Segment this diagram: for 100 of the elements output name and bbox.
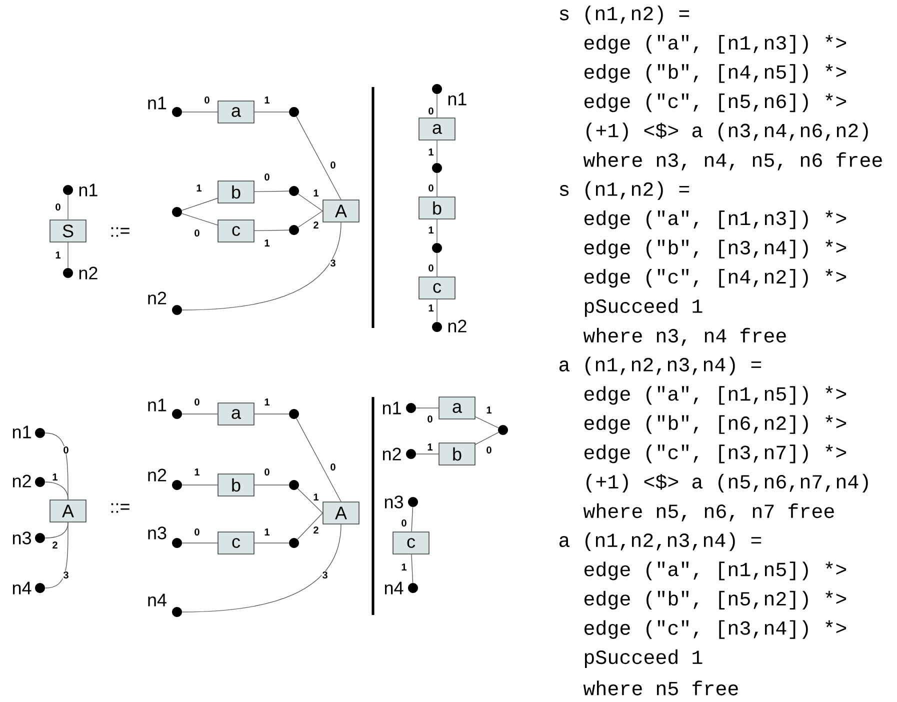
connector-line <box>475 432 499 445</box>
junction-dot <box>63 268 73 278</box>
port-number: 0 <box>486 446 492 454</box>
port-number: 2 <box>312 221 320 229</box>
node-label: n2 <box>12 474 31 488</box>
definition-symbol: ::= <box>111 227 130 237</box>
code-line: edge ("a", [n1,n5]) *> <box>584 386 846 405</box>
node-label: n4 <box>12 582 32 594</box>
label-box: b <box>438 442 476 466</box>
port-number: 1 <box>486 406 492 414</box>
node-label: n1 <box>148 398 166 412</box>
junction-dot <box>172 409 182 419</box>
node-label: n2 <box>382 448 401 460</box>
port-number: 0 <box>264 468 270 476</box>
connector-line <box>436 252 438 277</box>
connector-line <box>298 210 323 228</box>
junction-dot <box>172 538 182 548</box>
connector-line <box>298 194 323 212</box>
code-line: pSucceed 1 <box>584 298 702 317</box>
code-line: edge ("b", [n6,n2]) *> <box>584 415 846 434</box>
code-line: edge ("c", [n3,n4]) *> <box>584 620 846 639</box>
junction-dot <box>289 409 299 419</box>
port-number: 1 <box>426 443 434 451</box>
connector-line <box>411 554 414 584</box>
connector-line <box>411 506 414 532</box>
junction-dot <box>432 84 442 94</box>
port-number: 1 <box>264 96 270 104</box>
port-number: 1 <box>428 226 434 234</box>
port-number: 2 <box>312 526 320 534</box>
definition-symbol: ::= <box>111 503 130 513</box>
connector-line <box>44 522 68 588</box>
code-line: (+1) <$> a (n5,n6,n7,n4) <box>586 474 868 493</box>
label-box: A <box>322 200 360 222</box>
code-line: edge ("b", [n3,n4]) *> <box>584 240 846 258</box>
code-line: where n5 free <box>583 680 738 696</box>
code-line: s (n1,n2) = <box>560 181 690 200</box>
code-line: edge ("a", [n1,n3]) *> <box>584 210 846 230</box>
junction-dot <box>289 538 299 548</box>
connector-line <box>436 299 438 322</box>
port-number: 1 <box>400 563 408 571</box>
connector-line <box>254 484 290 486</box>
port-number: 0 <box>264 172 270 182</box>
junction-dot <box>432 163 442 173</box>
node-label: n1 <box>12 426 31 438</box>
connector-line <box>44 482 68 500</box>
code-line: pSucceed 1 <box>584 649 702 668</box>
junction-dot <box>35 583 45 593</box>
label-box: b <box>418 196 456 220</box>
junction-dot <box>289 186 299 196</box>
connector-line <box>254 542 290 544</box>
port-number: 0 <box>194 398 200 406</box>
port-number: 0 <box>204 96 210 104</box>
code-line: edge ("b", [n5,n2]) *> <box>584 590 846 610</box>
connector-line <box>182 213 218 226</box>
port-number: 1 <box>428 148 434 156</box>
port-number: 1 <box>194 468 200 476</box>
label-box: c <box>418 276 456 300</box>
code-line: edge ("c", [n4,n2]) *> <box>584 268 846 288</box>
junction-dot <box>35 477 45 487</box>
code-line: where n5, n6, n7 free <box>583 503 834 522</box>
label-box: b <box>218 474 254 496</box>
connector-line <box>436 94 438 118</box>
node-label: n2 <box>148 292 166 304</box>
connector-line <box>436 219 438 244</box>
code-line: edge ("c", [n5,n6]) *> <box>584 93 846 112</box>
node-label: n2 <box>148 468 166 482</box>
node-label: n3 <box>148 526 166 540</box>
port-number: 0 <box>194 228 200 238</box>
port-number: 1 <box>264 239 270 247</box>
node-label: n2 <box>79 266 98 280</box>
port-number: 3 <box>62 570 70 580</box>
connector-line <box>296 418 342 502</box>
junction-dot <box>498 425 508 435</box>
port-number: 0 <box>62 446 70 454</box>
port-number: 1 <box>52 473 58 481</box>
connector-line <box>182 484 218 486</box>
connector-line <box>296 116 342 200</box>
code-line: edge ("a", [n1,n5]) *> <box>584 562 846 580</box>
label-box: S <box>50 220 86 242</box>
label-box: A <box>322 502 360 524</box>
code-line: edge ("a", [n1,n3]) *> <box>584 34 846 54</box>
code-line: where n3, n4 free <box>583 328 786 346</box>
node-label: n3 <box>384 496 404 508</box>
port-number: 2 <box>52 541 58 549</box>
junction-dot <box>289 480 299 490</box>
connector-line <box>44 432 68 500</box>
connector-line <box>254 230 290 232</box>
label-box: a <box>438 396 476 420</box>
port-number: 1 <box>312 189 320 197</box>
junction-dot <box>63 185 73 195</box>
junction-dot <box>35 533 45 543</box>
port-number: 0 <box>54 202 62 212</box>
junction-dot <box>289 107 299 117</box>
node-label: n1 <box>448 92 466 106</box>
connector-line <box>297 488 323 514</box>
port-number: 3 <box>322 570 328 580</box>
junction-dot <box>172 480 182 490</box>
port-number: 1 <box>264 528 270 536</box>
junction-dot <box>408 583 418 593</box>
code-line: (+1) <$> a (n3,n4,n6,n2) <box>586 122 868 142</box>
